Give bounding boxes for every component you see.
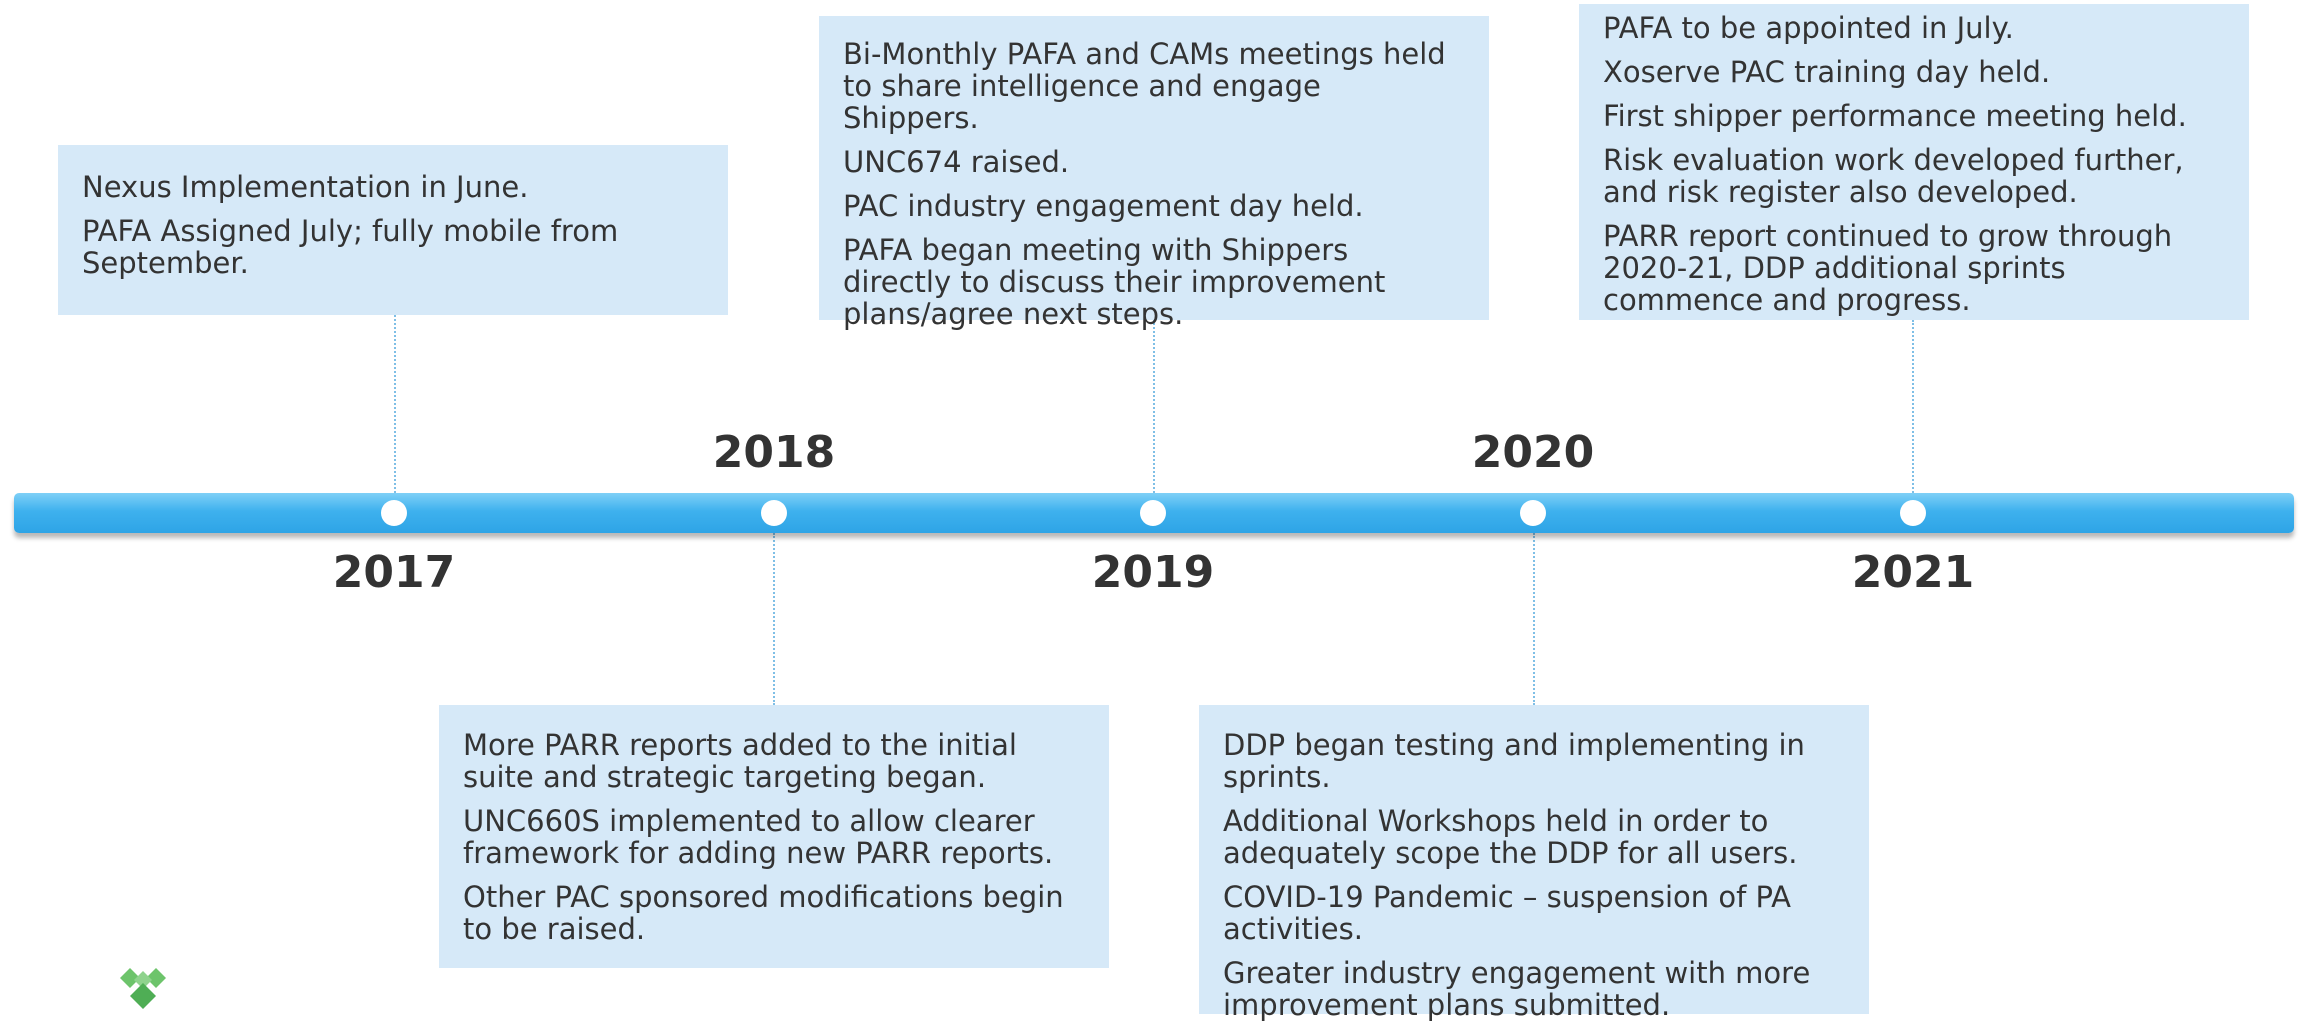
year-label-2019: 2019: [1091, 547, 1215, 598]
timeline-marker-2017: [381, 500, 407, 526]
milestone-box-2019: Bi-Monthly PAFA and CAMs meetings held t…: [819, 16, 1489, 330]
year-label-2017: 2017: [332, 547, 456, 598]
timeline-marker-2020: [1520, 500, 1546, 526]
milestone-item: Other PAC sponsored modifications begin …: [463, 880, 1064, 946]
connector-2017: [394, 315, 396, 493]
milestone-item: First shipper performance meeting held.: [1603, 99, 2187, 133]
milestone-item: More PARR reports added to the initial s…: [463, 728, 1017, 794]
milestone-item: PAFA to be appointed in July.: [1603, 11, 2014, 45]
milestone-item: Additional Workshops held in order to ad…: [1223, 804, 1798, 870]
year-label-2021: 2021: [1851, 547, 1975, 598]
milestone-item: PARR report continued to grow through 20…: [1603, 219, 2173, 317]
connector-2020: [1533, 533, 1535, 705]
connector-2019: [1153, 320, 1155, 493]
milestone-box-2017: Nexus Implementation in June. PAFA Assig…: [58, 145, 728, 315]
milestone-item: Nexus Implementation in June.: [82, 170, 529, 204]
timeline-marker-2021: [1900, 500, 1926, 526]
green-diamond-logo-icon: [120, 968, 166, 1009]
milestone-item: UNC674 raised.: [843, 145, 1070, 179]
milestone-item: Greater industry engagement with more im…: [1223, 956, 1811, 1022]
milestone-box-2018: More PARR reports added to the initial s…: [439, 705, 1109, 968]
milestone-item: PAFA Assigned July; fully mobile from Se…: [82, 214, 619, 280]
milestone-box-2021: PAFA to be appointed in July. Xoserve PA…: [1579, 4, 2249, 320]
milestone-item: PAFA began meeting with Shippers directl…: [843, 233, 1386, 331]
connector-2021: [1912, 320, 1914, 493]
milestone-item: COVID-19 Pandemic – suspension of PA act…: [1223, 880, 1792, 946]
milestone-box-2020: DDP began testing and implementing in sp…: [1199, 705, 1869, 1021]
milestone-item: UNC660S implemented to allow clearer fra…: [463, 804, 1054, 870]
connector-2018: [773, 533, 775, 705]
milestone-item: Xoserve PAC training day held.: [1603, 55, 2051, 89]
milestone-item: Bi-Monthly PAFA and CAMs meetings held t…: [843, 37, 1446, 135]
year-label-2018: 2018: [712, 427, 836, 478]
timeline-marker-2019: [1140, 500, 1166, 526]
milestone-item: DDP began testing and implementing in sp…: [1223, 728, 1805, 794]
year-label-2020: 2020: [1471, 427, 1595, 478]
timeline-marker-2018: [761, 500, 787, 526]
milestone-item: Risk evaluation work developed further, …: [1603, 143, 2184, 209]
milestone-item: PAC industry engagement day held.: [843, 189, 1364, 223]
